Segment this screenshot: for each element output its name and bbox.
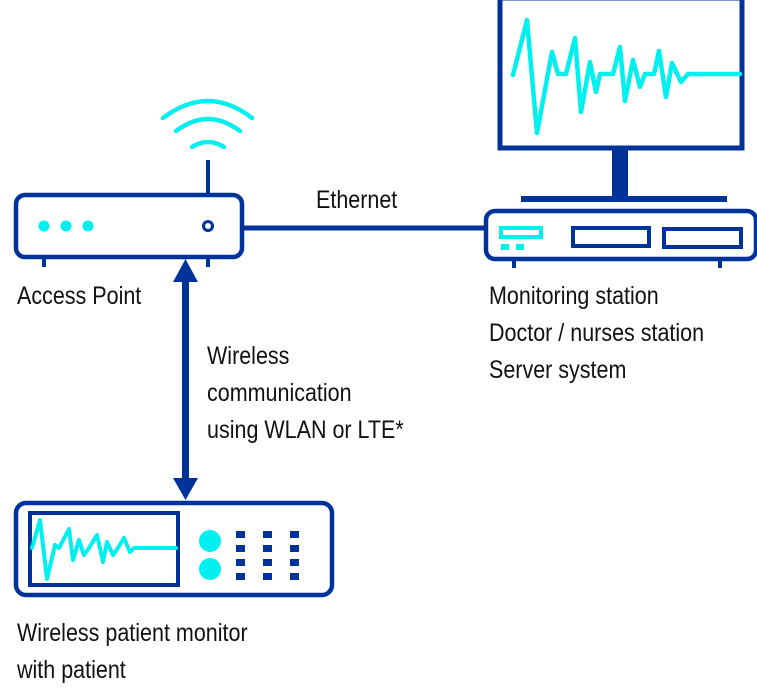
indicator-light — [199, 558, 221, 580]
status-led — [82, 220, 94, 232]
label-line: Wireless patient monitor — [17, 619, 248, 647]
patient-monitor-device — [13, 500, 335, 598]
label-line: Monitoring station — [489, 282, 659, 310]
indicator-light — [199, 530, 221, 552]
access-point-device — [13, 192, 245, 267]
label-line: Server system — [489, 356, 627, 384]
wireless-link-label: Wireless communication using WLAN or LTE… — [207, 338, 404, 449]
label-line: using WLAN or LTE* — [207, 416, 404, 444]
monitoring-station-device — [483, 0, 757, 268]
wireless-link-arrow — [173, 259, 198, 500]
ecg-waveform — [30, 518, 178, 581]
label-line: with patient — [17, 656, 126, 684]
wifi-signal-icon — [160, 98, 255, 150]
status-led — [38, 220, 50, 232]
access-point-label: Access Point — [17, 282, 142, 310]
label-line: Doctor / nurses station — [489, 319, 705, 347]
keypad — [236, 531, 299, 580]
label-line: Wireless — [207, 342, 290, 370]
ecg-waveform — [510, 17, 743, 136]
ethernet-label: Ethernet — [316, 186, 398, 214]
monitoring-station-label: Monitoring station Doctor / nurses stati… — [489, 278, 704, 389]
power-button — [202, 220, 214, 232]
label-line: communication — [207, 379, 352, 407]
status-led — [60, 220, 72, 232]
patient-monitor-label: Wireless patient monitor with patient — [17, 615, 248, 689]
